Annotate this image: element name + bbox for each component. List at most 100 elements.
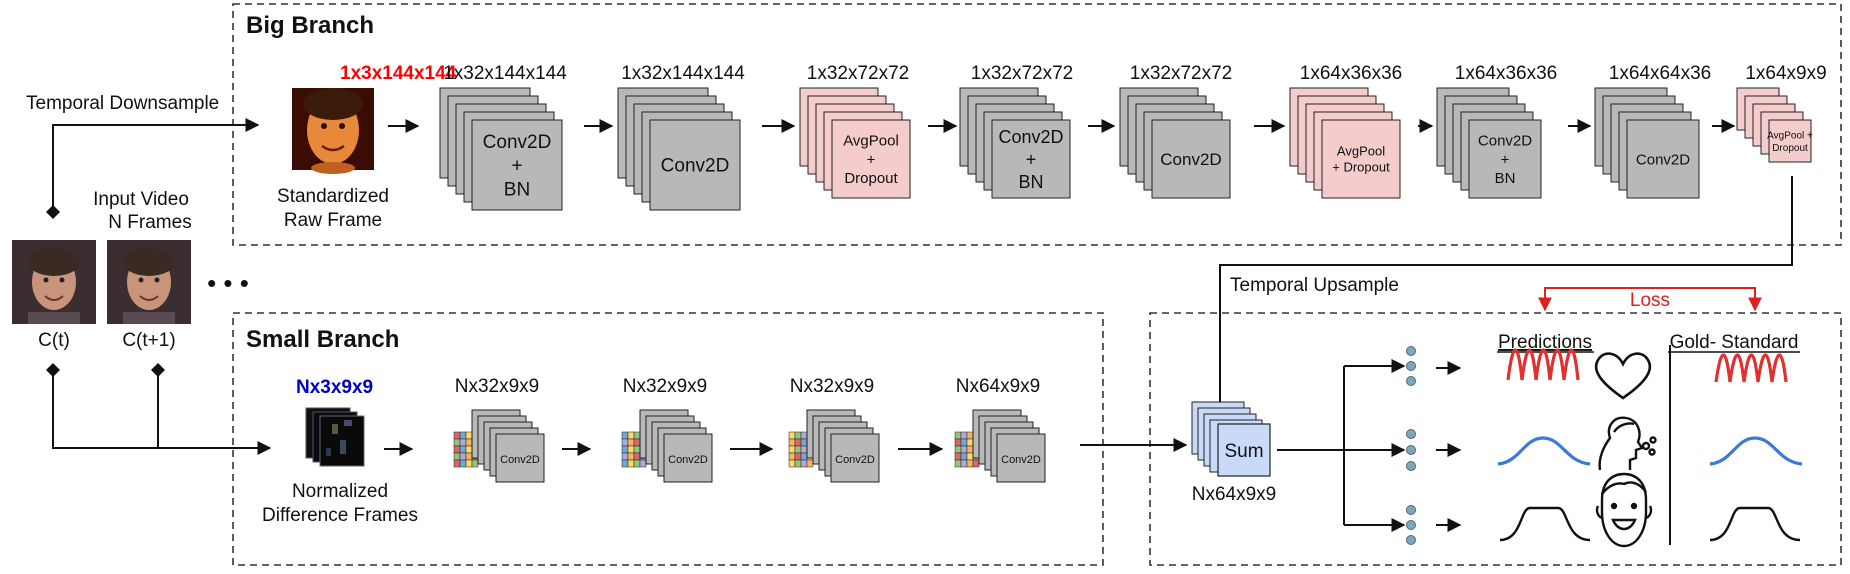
small-layer-4-cell (954, 459, 962, 468)
small-layer-1-cell (453, 445, 461, 454)
small-layer-3-cell (788, 431, 796, 440)
small-input-label-line1: Normalized (292, 481, 388, 502)
small-layer-2-label: Conv2D (668, 454, 708, 466)
small-layer-3-cell (788, 438, 796, 447)
input-video-title-line2: N Frames (108, 212, 191, 233)
big-layer-5-label: Conv2D (1160, 150, 1221, 169)
small-layer-4-cell (966, 445, 974, 454)
small-layer-2-cell (633, 445, 641, 454)
big-layer-3-label: AvgPool (843, 133, 899, 150)
big-layer-3-label: Dropout (844, 170, 898, 187)
output-box (1149, 312, 1842, 566)
big-layer-1-label: Conv2D (483, 132, 552, 153)
big-layer-1-label: + (511, 156, 522, 177)
downsample-connector (46, 118, 260, 219)
small-layer-4-cell (954, 445, 962, 454)
big-layer-7-label: BN (1495, 170, 1516, 187)
small-layer-2-slice (663, 433, 713, 483)
big-layer-2-label: Conv2D (661, 156, 730, 177)
big-layer-6-slice (1321, 119, 1401, 199)
predictions-label: Predictions (1498, 332, 1592, 353)
small-layer-3-label: Conv2D (835, 454, 875, 466)
small-layer-3-cell (788, 445, 796, 454)
small-layer-3-cell (794, 438, 802, 447)
big-layer-9-label: Dropout (1772, 143, 1808, 154)
small-layer-2-cell (627, 459, 635, 468)
big-layer-4-label: + (1026, 149, 1037, 169)
big-layer-2: Conv2D 1x32x144x144 (617, 63, 745, 211)
small-layer-4-cell (954, 452, 962, 461)
small-layer-4-cell (966, 438, 974, 447)
small-layer-1-cell (459, 459, 467, 468)
gold-standard-label: Gold- Standard (1670, 332, 1799, 353)
big-input-dim: 1x3x144x144 (340, 63, 457, 84)
small-layer-2-cell (633, 452, 641, 461)
input-frame-ct1 (107, 240, 191, 324)
small-branch-layers: Conv2DNx32x9x9Conv2DNx32x9x9Conv2DNx32x9… (453, 376, 1046, 483)
small-layer-2-cell (627, 431, 635, 440)
small-layer-3-cell (800, 431, 808, 440)
frame-label-ct: C(t) (38, 330, 70, 351)
input-video-title-line1: Input Video (93, 189, 189, 210)
big-layer-1-label: BN (504, 179, 530, 200)
small-layer-1-cell (453, 452, 461, 461)
small-layer-4-cell (960, 452, 968, 461)
small-layer-4-cell (966, 459, 974, 468)
small-layer-1-cell (459, 431, 467, 440)
smiling-face-icon (1595, 472, 1653, 548)
small-layer-4-cell (966, 452, 974, 461)
small-layer-1-cell (465, 452, 473, 461)
standardized-raw-frame-image (292, 88, 374, 174)
big-layer-7-dim: 1x64x36x36 (1455, 63, 1557, 84)
small-layer-1-cell (465, 431, 473, 440)
small-layer-2-cell (621, 445, 629, 454)
small-layer-1-cell (465, 459, 473, 468)
big-layer-4-dim: 1x32x72x72 (971, 63, 1073, 84)
big-layer-4-label: Conv2D (998, 127, 1063, 147)
small-layer-1-cell (465, 445, 473, 454)
big-layer-7-label: Conv2D (1478, 133, 1532, 150)
big-input-label-line1: Standardized (277, 186, 389, 207)
difference-frames-image (305, 407, 365, 467)
small-layer-1-cell (471, 459, 479, 468)
heart-icon (1594, 352, 1652, 400)
ellipsis: • • • (207, 268, 249, 298)
big-layer-5-dim: 1x32x72x72 (1130, 63, 1232, 84)
small-layer-3-dim: Nx32x9x9 (790, 376, 875, 397)
small-layer-2-cell (633, 431, 641, 440)
big-layer-4-label: BN (1018, 172, 1043, 192)
small-layer-3-cell (788, 452, 796, 461)
big-layer-8-slice (1626, 119, 1700, 199)
small-layer-4-cell (960, 438, 968, 447)
small-layer-2-cell (621, 452, 629, 461)
small-layer-2-cell (621, 431, 629, 440)
sum-dim: Nx64x9x9 (1192, 484, 1277, 505)
big-layer-2-dim: 1x32x144x144 (621, 63, 745, 84)
small-layer-3-cell (800, 445, 808, 454)
dense-layer-1 (1406, 346, 1416, 386)
small-layer-1-cell (459, 445, 467, 454)
small-layer-4-cell (954, 438, 962, 447)
small-layer-1-label: Conv2D (500, 454, 540, 466)
dense-layer-2 (1406, 429, 1416, 471)
small-layer-1-cell (453, 438, 461, 447)
big-layer-3-label: + (867, 151, 876, 168)
small-layer-2-cell (621, 438, 629, 447)
dense-layer-3 (1406, 505, 1416, 545)
small-layer-2-cell (621, 459, 629, 468)
small-layer-1-slice (495, 433, 545, 483)
small-layer-1-cell (465, 438, 473, 447)
small-layer-2-cell (627, 438, 635, 447)
upsample-connector (1213, 176, 1793, 442)
loss-label: Loss (1630, 290, 1670, 311)
big-layer-3-slice (831, 119, 911, 199)
big-layer-8-label: Conv2D (1636, 151, 1690, 168)
big-layer-9-label: AvgPool + (1767, 130, 1813, 141)
